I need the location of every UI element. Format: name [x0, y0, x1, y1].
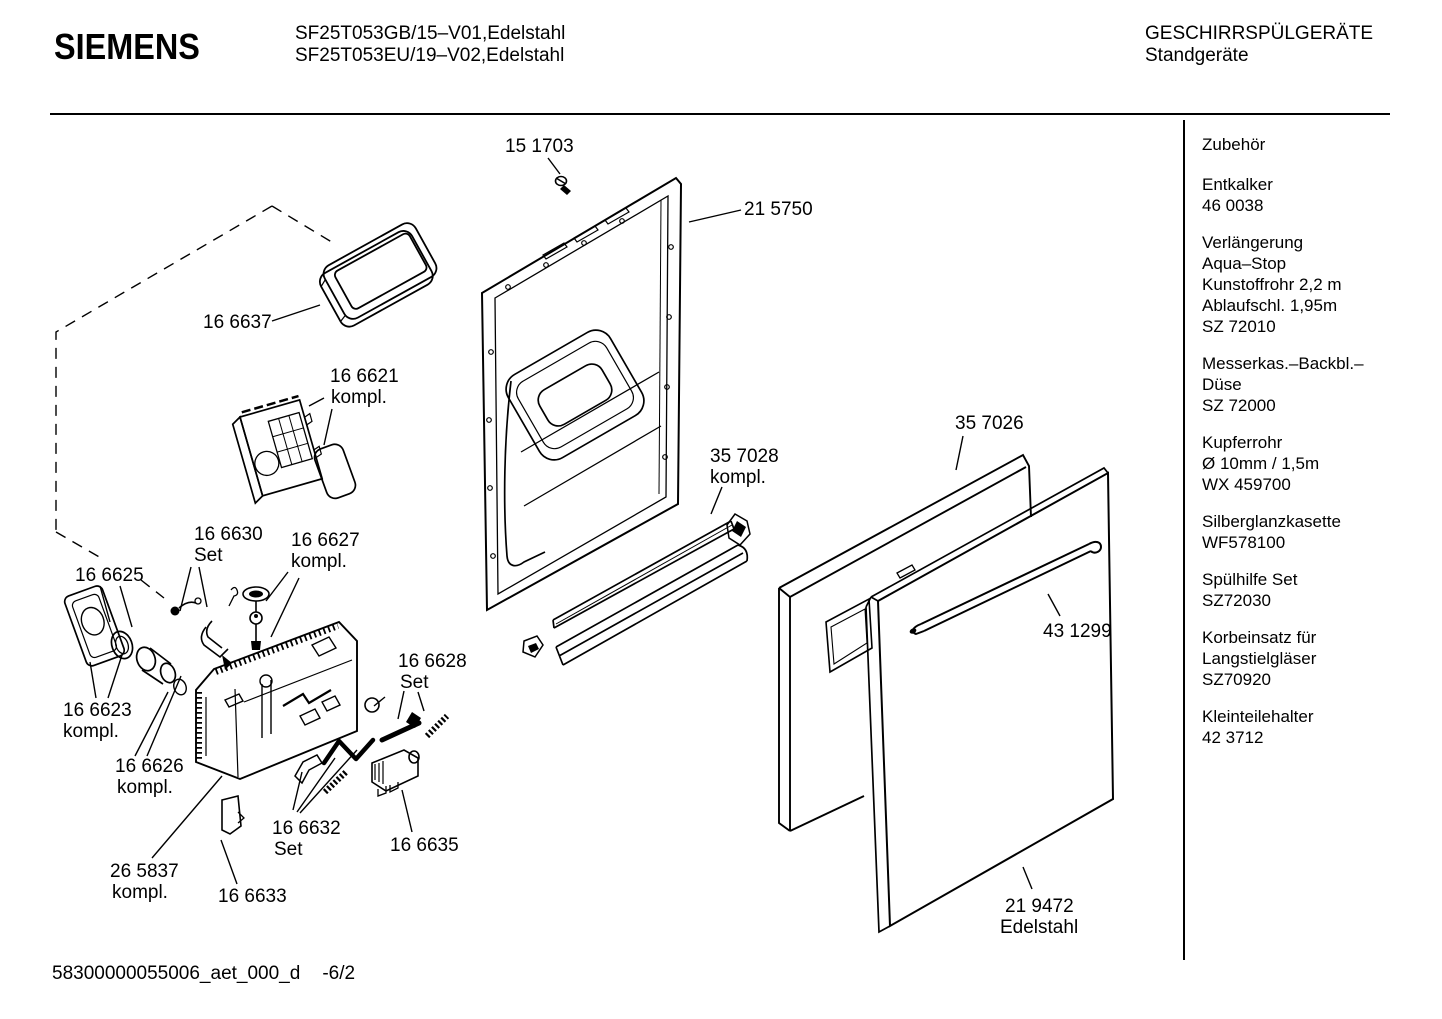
part-label-16-6626: 16 6626: [115, 756, 184, 777]
part-label-16-6633: 16 6633: [218, 886, 287, 907]
part-label-21-9472-suffix: Edelstahl: [1000, 917, 1078, 938]
control-module-drawing: [231, 394, 324, 505]
front-door-drawing: [865, 466, 1115, 934]
part-label-16-6627-suffix: kompl.: [291, 551, 347, 572]
accessory-line: Spülhilfe Set: [1202, 570, 1298, 589]
sidebar-title: Zubehör: [1202, 135, 1266, 154]
accessory-line: Messerkas.–Backbl.–: [1202, 354, 1364, 373]
accessory-line: SZ70920: [1202, 670, 1271, 689]
accessory-line: WF578100: [1202, 533, 1286, 552]
solenoid-drawing: [371, 749, 420, 797]
lid-drawing: [221, 794, 245, 835]
accessory-line: SZ 72010: [1202, 317, 1276, 336]
construction-dashed-lines: [55, 205, 336, 599]
document-number: 58300000055006_aet_000_d: [52, 963, 301, 984]
accessory-line: Silberglanzkasette: [1202, 512, 1341, 531]
part-label-16-6625: 16 6625: [75, 565, 144, 586]
door-handle-drawing: [909, 540, 1103, 636]
accessories-sidebar: Zubehör Entkalker 46 0038 Verlängerung A…: [1183, 120, 1441, 960]
accessory-item: Verlängerung Aqua–Stop Kunstoffrohr 2,2 …: [1202, 232, 1441, 337]
category-subtitle: Standgeräte: [1145, 45, 1249, 66]
accessory-item: Silberglanzkasette WF578100: [1202, 511, 1441, 553]
valve-drawing: [242, 586, 270, 650]
part-label-16-6623: 16 6623: [63, 700, 132, 721]
part-label-16-6628-suffix: Set: [400, 672, 429, 693]
trim-strip-drawing: [522, 513, 751, 666]
inner-door-drawing: [480, 176, 683, 612]
accessory-line: Kunstoffrohr 2,2 m: [1202, 275, 1342, 294]
part-label-21-9472: 21 9472: [1005, 896, 1074, 917]
accessory-line: Entkalker: [1202, 175, 1273, 194]
part-label-35-7028: 35 7028: [710, 446, 779, 467]
lever-set-drawing: [294, 737, 376, 795]
part-label-16-6632-suffix: Set: [274, 839, 303, 860]
accessory-item: Korbeinsatz für Langstielgläser SZ70920: [1202, 627, 1441, 690]
accessory-item: Messerkas.–Backbl.– Düse SZ 72000: [1202, 353, 1441, 416]
accessory-line: WX 459700: [1202, 475, 1291, 494]
model-line-2: SF25T053EU/19–V02,Edelstahl: [295, 45, 565, 66]
accessory-line: Langstielgläser: [1202, 649, 1317, 668]
accessory-line: SZ72030: [1202, 591, 1271, 610]
accessory-item: Spülhilfe Set SZ72030: [1202, 569, 1441, 611]
part-label-15-1703: 15 1703: [505, 136, 574, 157]
part-label-16-6628: 16 6628: [398, 651, 467, 672]
accessory-line: Aqua–Stop: [1202, 254, 1287, 273]
door-handle-recess: [505, 329, 645, 461]
accessory-line: Kupferrohr: [1202, 433, 1283, 452]
part-label-43-1299: 43 1299: [1043, 621, 1112, 642]
accessory-line: Verlängerung: [1202, 233, 1304, 252]
leader-lines: [89, 157, 1061, 890]
accessory-line: Ablaufschl. 1,95m: [1202, 296, 1338, 315]
seal-plate-drawing: [63, 585, 126, 667]
part-label-21-5750: 21 5750: [744, 199, 813, 220]
page-indicator: -6/2: [322, 963, 356, 984]
accessory-line: 42 3712: [1202, 728, 1264, 747]
spring-clip-drawing: [170, 586, 239, 670]
part-label-35-7026: 35 7026: [955, 413, 1024, 434]
model-line-1: SF25T053GB/15–V01,Edelstahl: [295, 23, 566, 44]
accessory-item: Entkalker 46 0038: [1202, 174, 1441, 216]
accessory-item: Kleinteilehalter 42 3712: [1202, 706, 1441, 748]
header-divider: [50, 113, 1390, 115]
accessory-line: Korbeinsatz für: [1202, 628, 1317, 647]
ring-drawing: [110, 630, 134, 660]
part-label-16-6630-suffix: Set: [194, 545, 223, 566]
accessory-line: Düse: [1202, 375, 1242, 394]
footer: 58300000055006_aet_000_d -6/2: [52, 963, 355, 985]
part-label-16-6621-suffix: kompl.: [331, 387, 387, 408]
small-parts-set-drawing: [364, 697, 450, 743]
part-label-16-6621: 16 6621: [330, 366, 399, 387]
category-block: GESCHIRRSPÜLGERÄTE Standgeräte: [1145, 23, 1373, 67]
category-title: GESCHIRRSPÜLGERÄTE: [1145, 23, 1374, 44]
part-label-16-6623-suffix: kompl.: [63, 721, 119, 742]
accessory-line: SZ 72000: [1202, 396, 1276, 415]
part-label-26-5837-suffix: kompl.: [112, 882, 168, 903]
part-label-26-5837: 26 5837: [110, 861, 179, 882]
window-frame-drawing: [318, 222, 438, 328]
part-label-16-6626-suffix: kompl.: [117, 777, 173, 798]
dispenser-box-drawing: [195, 620, 358, 781]
accessory-item: Kupferrohr Ø 10mm / 1,5m WX 459700: [1202, 432, 1441, 495]
back-panel-drawing: [778, 453, 1032, 832]
siemens-logo: SIEMENS: [54, 26, 200, 67]
accessory-line: 46 0038: [1202, 196, 1264, 215]
part-label-35-7028-suffix: kompl.: [710, 467, 766, 488]
part-label-16-6630: 16 6630: [194, 524, 263, 545]
part-label-16-6637: 16 6637: [203, 312, 272, 333]
module-card-drawing: [313, 443, 357, 500]
part-label-16-6635: 16 6635: [390, 835, 459, 856]
part-label-16-6632: 16 6632: [272, 818, 341, 839]
model-block: SF25T053GB/15–V01,Edelstahl SF25T053EU/1…: [295, 23, 565, 67]
accessory-line: Kleinteilehalter: [1202, 707, 1314, 726]
part-label-16-6627: 16 6627: [291, 530, 360, 551]
sleeve-drawing: [135, 646, 187, 696]
screw-icon: [554, 175, 571, 195]
accessory-line: Ø 10mm / 1,5m: [1202, 454, 1320, 473]
